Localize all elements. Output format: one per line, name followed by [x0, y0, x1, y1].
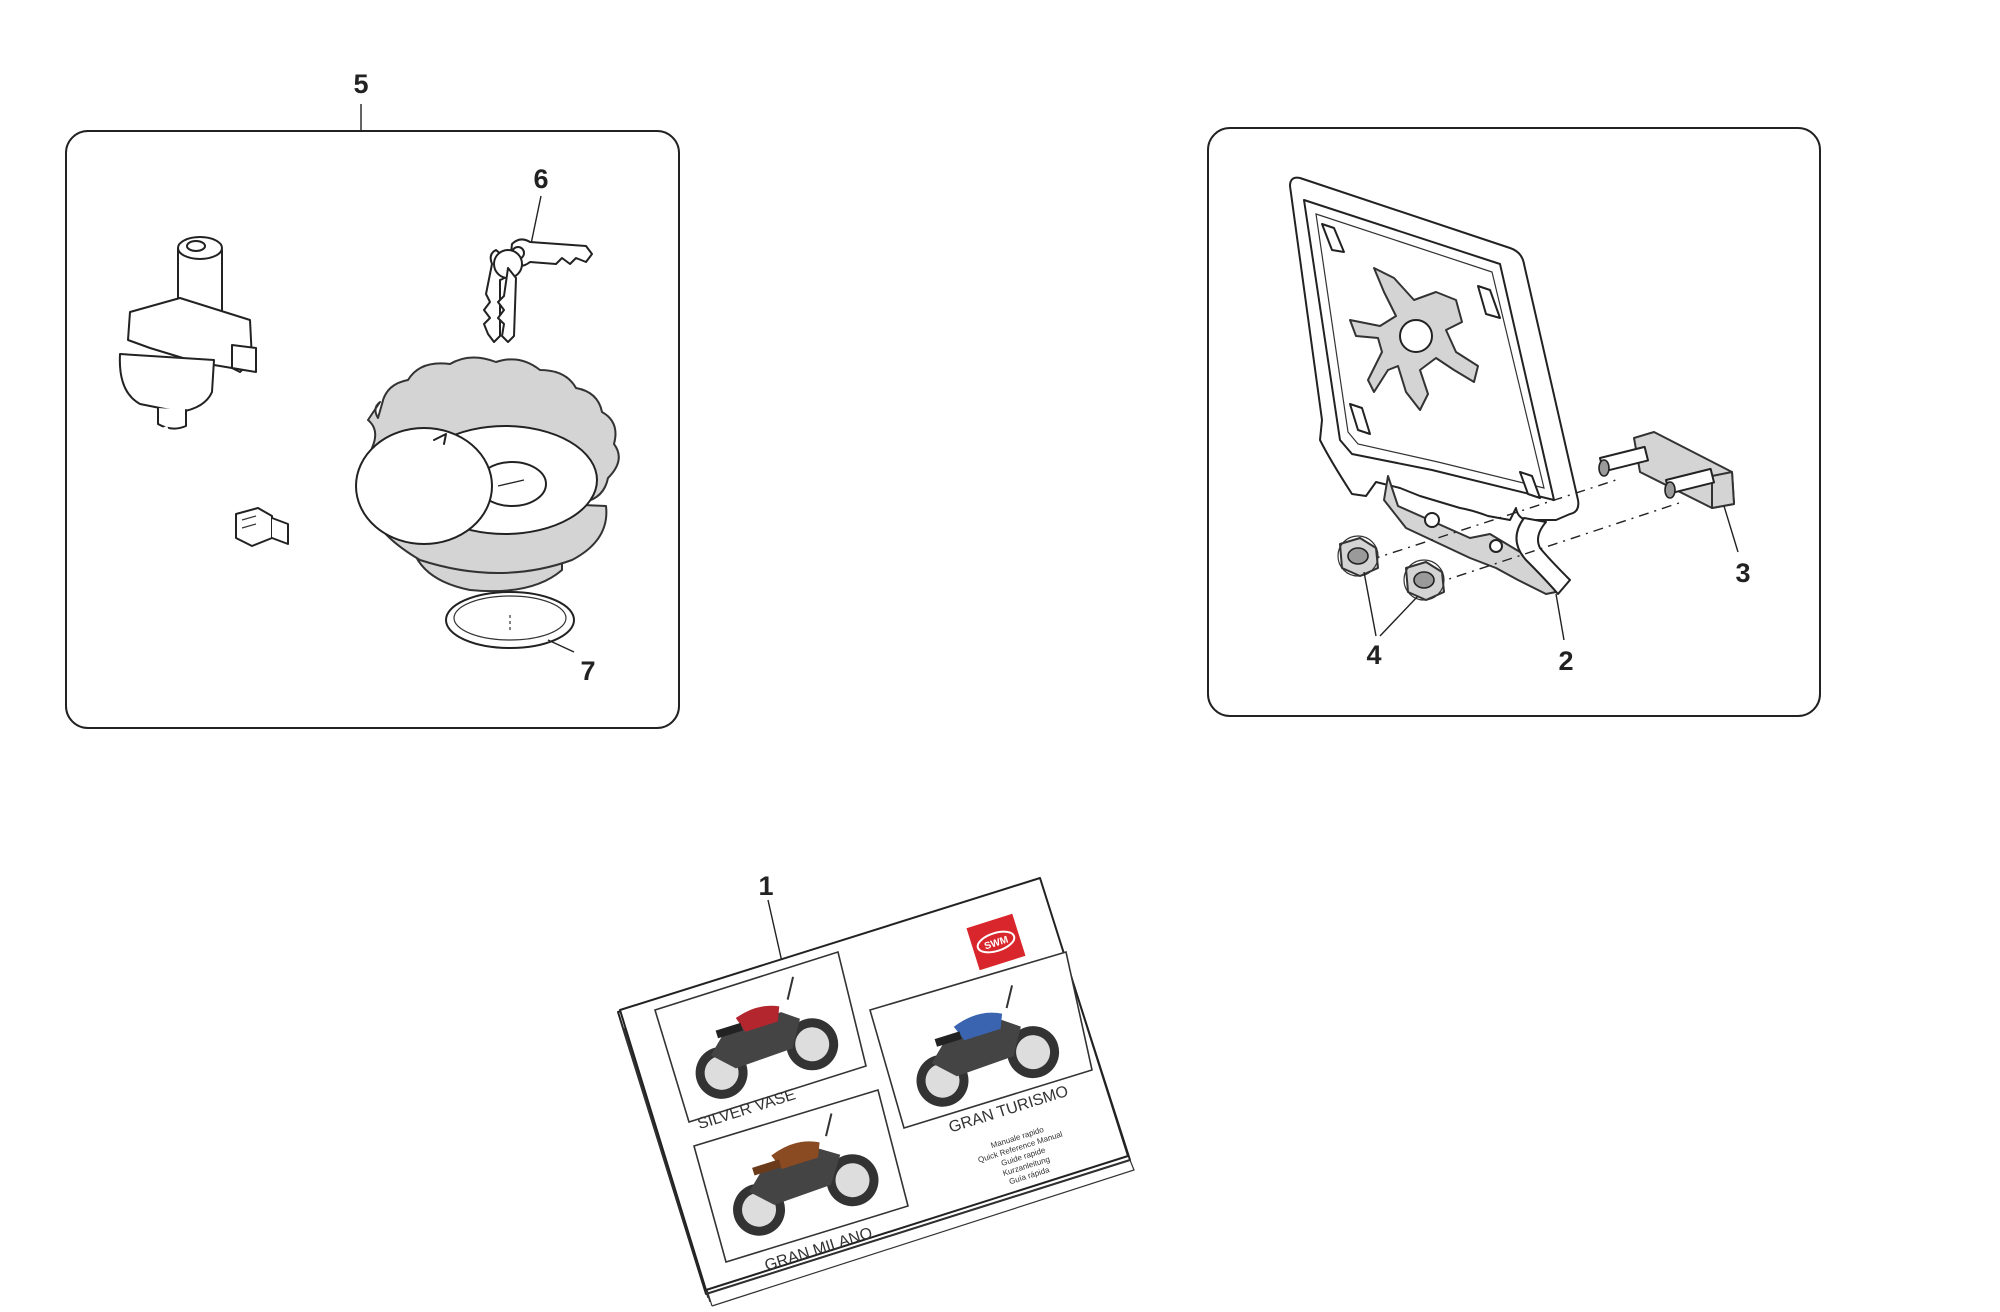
callout-3: 3	[1735, 558, 1750, 588]
callout-4: 4	[1366, 640, 1381, 670]
photo-gran-turismo: GRAN TURISMO	[869, 950, 1093, 1136]
brand-logo: SWM	[966, 913, 1026, 971]
flange-nuts	[1337, 535, 1445, 601]
callout-1: 1	[758, 871, 773, 901]
callout-2: 2	[1558, 646, 1573, 676]
photo-silver-vase: SILVER VASE	[654, 950, 867, 1133]
photo-gran-milano: GRAN MILANO	[693, 1088, 909, 1275]
keys: 6	[483, 164, 593, 343]
plate-holder-box: 3 2 4	[1207, 127, 1821, 717]
ignition-kit-box: 5 6	[65, 69, 680, 729]
ignition-switch	[112, 236, 289, 547]
callout-7: 7	[580, 656, 595, 686]
licence-plate-holder	[1289, 176, 1580, 595]
callout-5: 5	[353, 69, 368, 99]
bolt-plate	[1598, 431, 1735, 509]
owners-manual: 1 SWM SILVER VASE	[617, 871, 1135, 1307]
fuel-tank-cap: 7	[355, 356, 620, 686]
callout-6: 6	[533, 164, 548, 194]
